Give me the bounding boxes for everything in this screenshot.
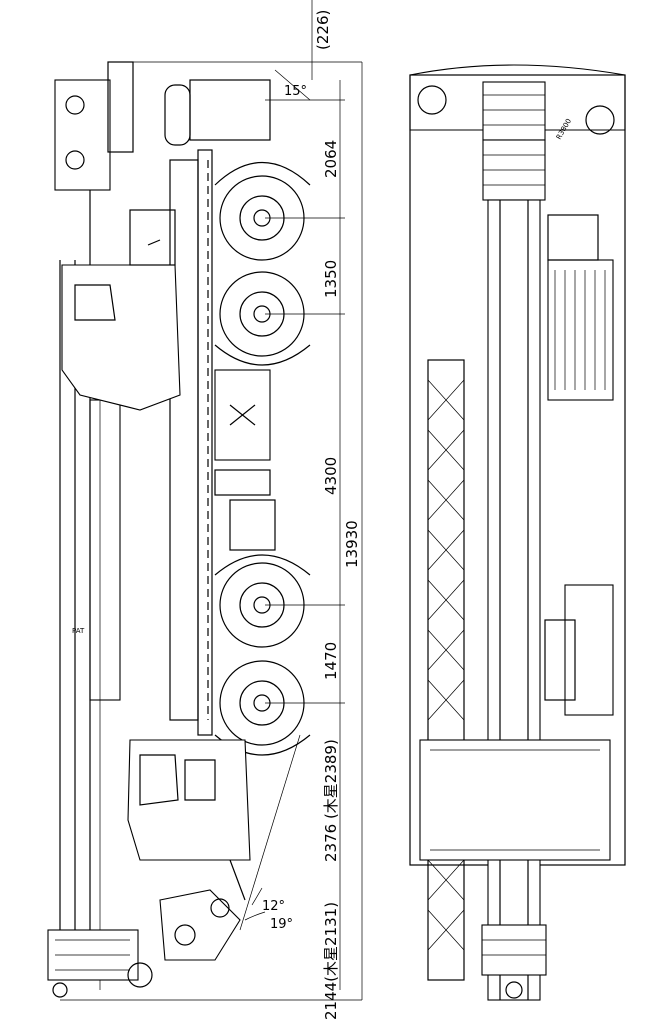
dim-top-clearance: (226) [314, 10, 332, 50]
dim-axle-1-2: 1350 [322, 260, 340, 298]
top-view: R3800 [409, 64, 626, 1001]
side-view: PAT [47, 0, 363, 1001]
side-wheel-1 [219, 175, 305, 261]
dim-axle-3-4: 1470 [322, 642, 340, 680]
lattice-jib [427, 359, 465, 981]
pat-label: PAT [72, 627, 85, 635]
side-wheel-4 [219, 660, 305, 746]
dim-angle-top: 15° [284, 84, 307, 99]
hook-block [159, 859, 246, 961]
dim-angle-b: 19° [270, 917, 293, 932]
dimension-labels: (226) 15° 2064 1350 4300 13930 1470 2376… [262, 10, 361, 1020]
dim-bottom-note: 2144(木星2131) [322, 902, 340, 1020]
dim-axle-2-3: 4300 [322, 457, 340, 495]
dim-overall-length: 13930 [343, 520, 361, 568]
dim-rear-overhang: 2376 (木星2389) [322, 739, 340, 862]
side-wheel-2 [219, 271, 305, 357]
dim-angle-a: 12° [262, 899, 285, 914]
side-wheel-3 [219, 562, 305, 648]
dim-front-overhang: 2064 [322, 140, 340, 178]
